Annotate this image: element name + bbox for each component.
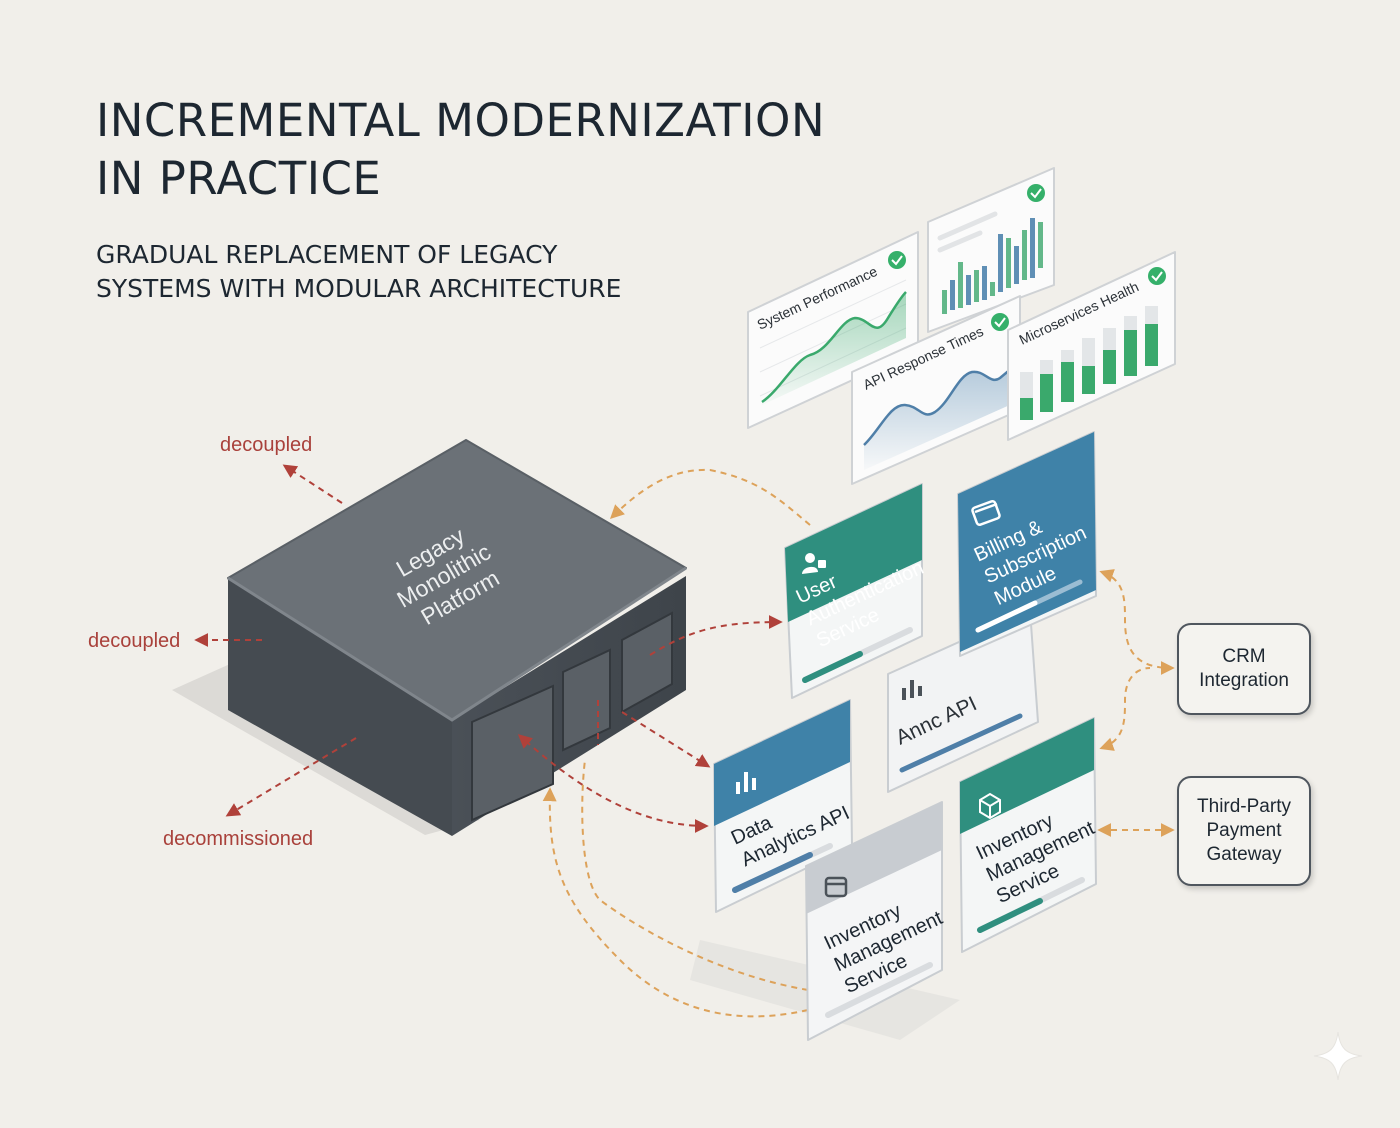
- arrow-inventory-gray-loop: [581, 759, 809, 991]
- mini-bars-blue: [950, 218, 1035, 310]
- subtitle-line-1: GRADUAL REPLACEMENT OF LEGACY: [96, 240, 558, 269]
- monolith-slot-3: [621, 611, 673, 714]
- integration-arrows: [542, 468, 1175, 1018]
- mini-bars-green: [942, 222, 1043, 314]
- check-icon: [991, 313, 1009, 331]
- arrow-to-data-analytics-top: [621, 711, 711, 768]
- subtitle-line-2: SYSTEMS WITH MODULAR ARCHITECTURE: [96, 274, 622, 303]
- check-icon: [1027, 184, 1045, 202]
- payment-gateway-label: Third-Party Payment Gateway: [1197, 796, 1291, 865]
- bar-chart-icon: [736, 772, 756, 794]
- label-decommissioned: decommissioned: [163, 828, 313, 850]
- arrow-billing-to-crm: [1099, 569, 1175, 675]
- dashboard-bar-chart: [927, 167, 1055, 333]
- module-data-analytics-api[interactable]: Data Analytics API: [713, 699, 853, 913]
- health-bars: [1020, 324, 1158, 420]
- decoupling-arrows: [194, 464, 783, 833]
- crm-integration-label: CRM Integration: [1199, 646, 1289, 691]
- module-inventory-management-teal[interactable]: Inventory Management Service: [959, 717, 1113, 953]
- cube-icon: [824, 876, 848, 898]
- arrow-to-user-auth: [649, 615, 783, 656]
- sparkle-icon: [1313, 1031, 1363, 1081]
- title-line-2: IN PRACTICE: [96, 152, 382, 205]
- module-annc-api[interactable]: Annc API: [887, 609, 1039, 793]
- label-decoupled-left: decoupled: [88, 630, 180, 652]
- arrow-decoupled-top: [282, 464, 343, 504]
- box-icon: [979, 792, 1001, 820]
- page-title: INCREMENTAL MODERNIZATION IN PRACTICE: [96, 92, 825, 208]
- module-user-authentication-service[interactable]: User Authentication Service: [784, 483, 942, 699]
- check-icon: [1148, 267, 1166, 285]
- arrow-to-data-analytics-bottom: [517, 734, 709, 833]
- arrow-inventory-gray-to-monolith: [542, 787, 809, 1018]
- arrow-user-auth-to-monolith: [609, 468, 811, 526]
- monolith-edge-highlight: [227, 566, 687, 722]
- label-decoupled-top: decoupled: [220, 434, 312, 456]
- title-line-1: INCREMENTAL MODERNIZATION: [96, 94, 826, 147]
- legacy-monolith-block: Legacy Monolithic Platform: [227, 439, 687, 836]
- module-inventory-management-gray[interactable]: Inventory Management Service: [805, 801, 961, 1041]
- bar-chart-icon: [902, 680, 922, 700]
- payment-gateway-box[interactable]: Third-Party Payment Gateway: [1177, 776, 1311, 886]
- crm-integration-box[interactable]: CRM Integration: [1177, 623, 1311, 715]
- arrow-inventory-to-crm: [1099, 667, 1151, 751]
- credit-card-icon: [971, 500, 1001, 526]
- monolith-front-face: [228, 578, 452, 836]
- user-lock-icon: [802, 553, 826, 574]
- page-subtitle: GRADUAL REPLACEMENT OF LEGACY SYSTEMS WI…: [96, 238, 621, 306]
- module-billing-subscription[interactable]: Billing & Subscription Module: [957, 431, 1105, 657]
- check-icon: [888, 251, 906, 269]
- arrow-decommissioned: [225, 737, 357, 817]
